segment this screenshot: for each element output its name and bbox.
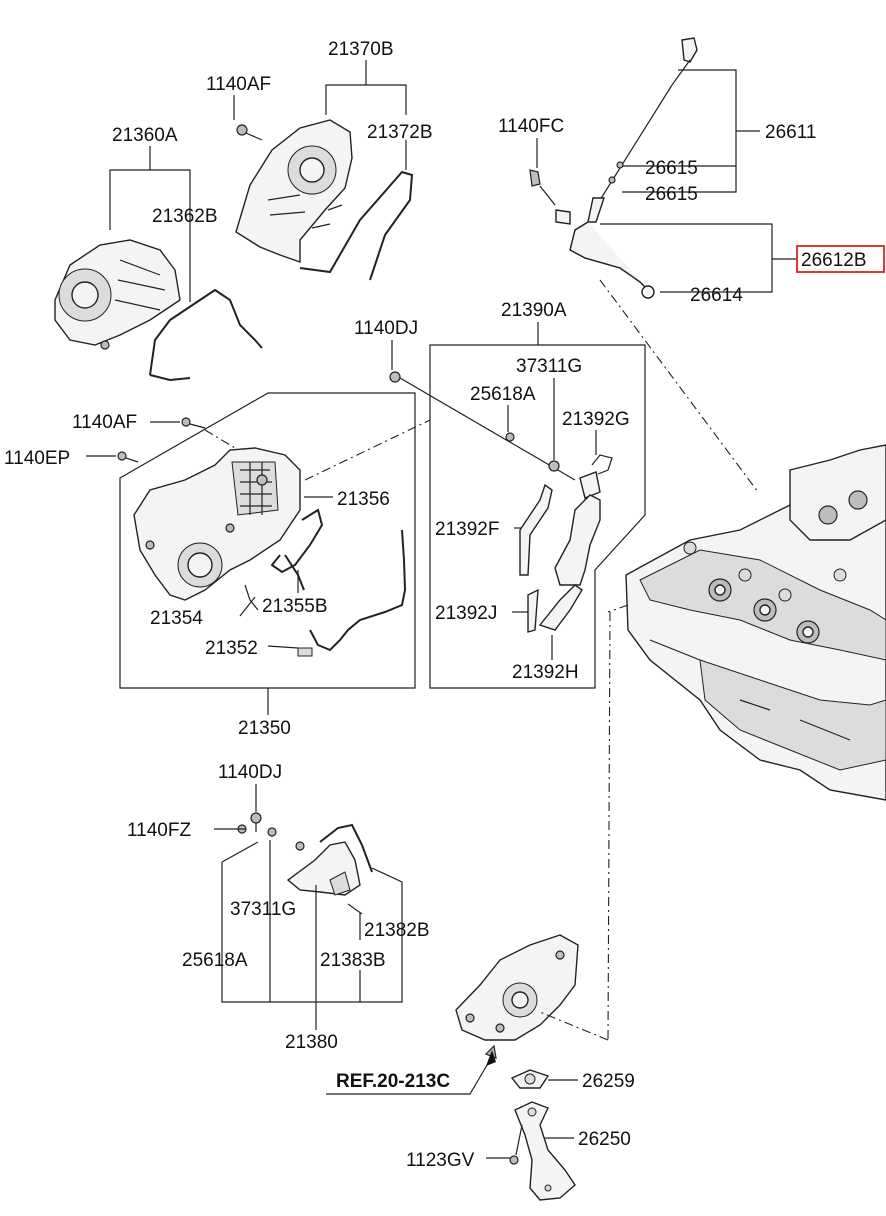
- label-26611[interactable]: 26611: [765, 122, 816, 143]
- label-26615-b[interactable]: 26615: [645, 184, 698, 205]
- timing-cover-21370B: [235, 119, 414, 281]
- highlight-box-26612B: [796, 245, 885, 273]
- label-25618A-top[interactable]: 25618A: [470, 384, 536, 405]
- label-1123GV[interactable]: 1123GV: [406, 1150, 475, 1171]
- label-1140AF-top[interactable]: 1140AF: [206, 74, 271, 95]
- leader-lines: [86, 60, 796, 1159]
- label-21354[interactable]: 21354: [150, 608, 203, 629]
- label-21362B[interactable]: 21362B: [152, 206, 218, 227]
- label-37311G-top[interactable]: 37311G: [516, 356, 582, 377]
- label-21352[interactable]: 21352: [205, 638, 258, 659]
- engine-block-illustration: [625, 444, 886, 801]
- label-21382B[interactable]: 21382B: [364, 920, 430, 941]
- chain-tensioner-21380: [237, 812, 373, 915]
- label-21392H[interactable]: 21392H: [512, 662, 579, 683]
- label-21350[interactable]: 21350: [238, 718, 291, 739]
- bolt-1140AF-mid: [181, 417, 206, 429]
- label-26612B[interactable]: 26612B: [801, 250, 867, 271]
- dipstick-assembly: [529, 37, 698, 299]
- label-21370B[interactable]: 21370B: [328, 39, 394, 60]
- oil-pump-gasket-26259: [510, 1069, 550, 1089]
- label-26250[interactable]: 26250: [578, 1129, 631, 1150]
- bolt-1123GV: [509, 1124, 523, 1165]
- label-1140AF-mid[interactable]: 1140AF: [72, 412, 137, 433]
- oil-strainer-26250: [514, 1101, 576, 1201]
- label-1140DJ-bottom[interactable]: 1140DJ: [218, 762, 282, 783]
- label-21383B[interactable]: 21383B: [320, 950, 386, 971]
- label-26615-a[interactable]: 26615: [645, 158, 698, 179]
- label-21392G[interactable]: 21392G: [562, 409, 630, 430]
- label-21360A[interactable]: 21360A: [112, 125, 178, 146]
- label-26259[interactable]: 26259: [582, 1071, 635, 1092]
- label-37311G-bottom[interactable]: 37311G: [230, 899, 296, 920]
- label-21372B[interactable]: 21372B: [367, 122, 433, 143]
- lower-timing-cover: [133, 447, 407, 657]
- label-1140FZ[interactable]: 1140FZ: [127, 820, 191, 841]
- label-21390A[interactable]: 21390A: [501, 300, 567, 321]
- label-1140FC[interactable]: 1140FC: [498, 116, 564, 137]
- label-25618A-bottom[interactable]: 25618A: [182, 950, 248, 971]
- label-26614[interactable]: 26614: [690, 285, 743, 306]
- chain-guides-21390A: [389, 371, 613, 633]
- label-21392J[interactable]: 21392J: [435, 603, 497, 624]
- label-1140EP[interactable]: 1140EP: [4, 448, 70, 469]
- timing-cover-21360A: [54, 239, 263, 382]
- oil-pump: [455, 934, 579, 1059]
- label-21392F[interactable]: 21392F: [435, 519, 499, 540]
- bolt-1140EP: [117, 451, 139, 463]
- label-ref-20-213C[interactable]: REF.20-213C: [336, 1071, 450, 1092]
- label-21356[interactable]: 21356: [337, 489, 390, 510]
- bolt-1140AF-top: [236, 124, 263, 141]
- part-labels: 21370B 1140AF 21372B 21360A 21362B 1140F…: [4, 39, 867, 1171]
- label-1140DJ-top[interactable]: 1140DJ: [354, 318, 418, 339]
- label-21380[interactable]: 21380: [285, 1032, 338, 1053]
- label-21355B[interactable]: 21355B: [262, 596, 328, 617]
